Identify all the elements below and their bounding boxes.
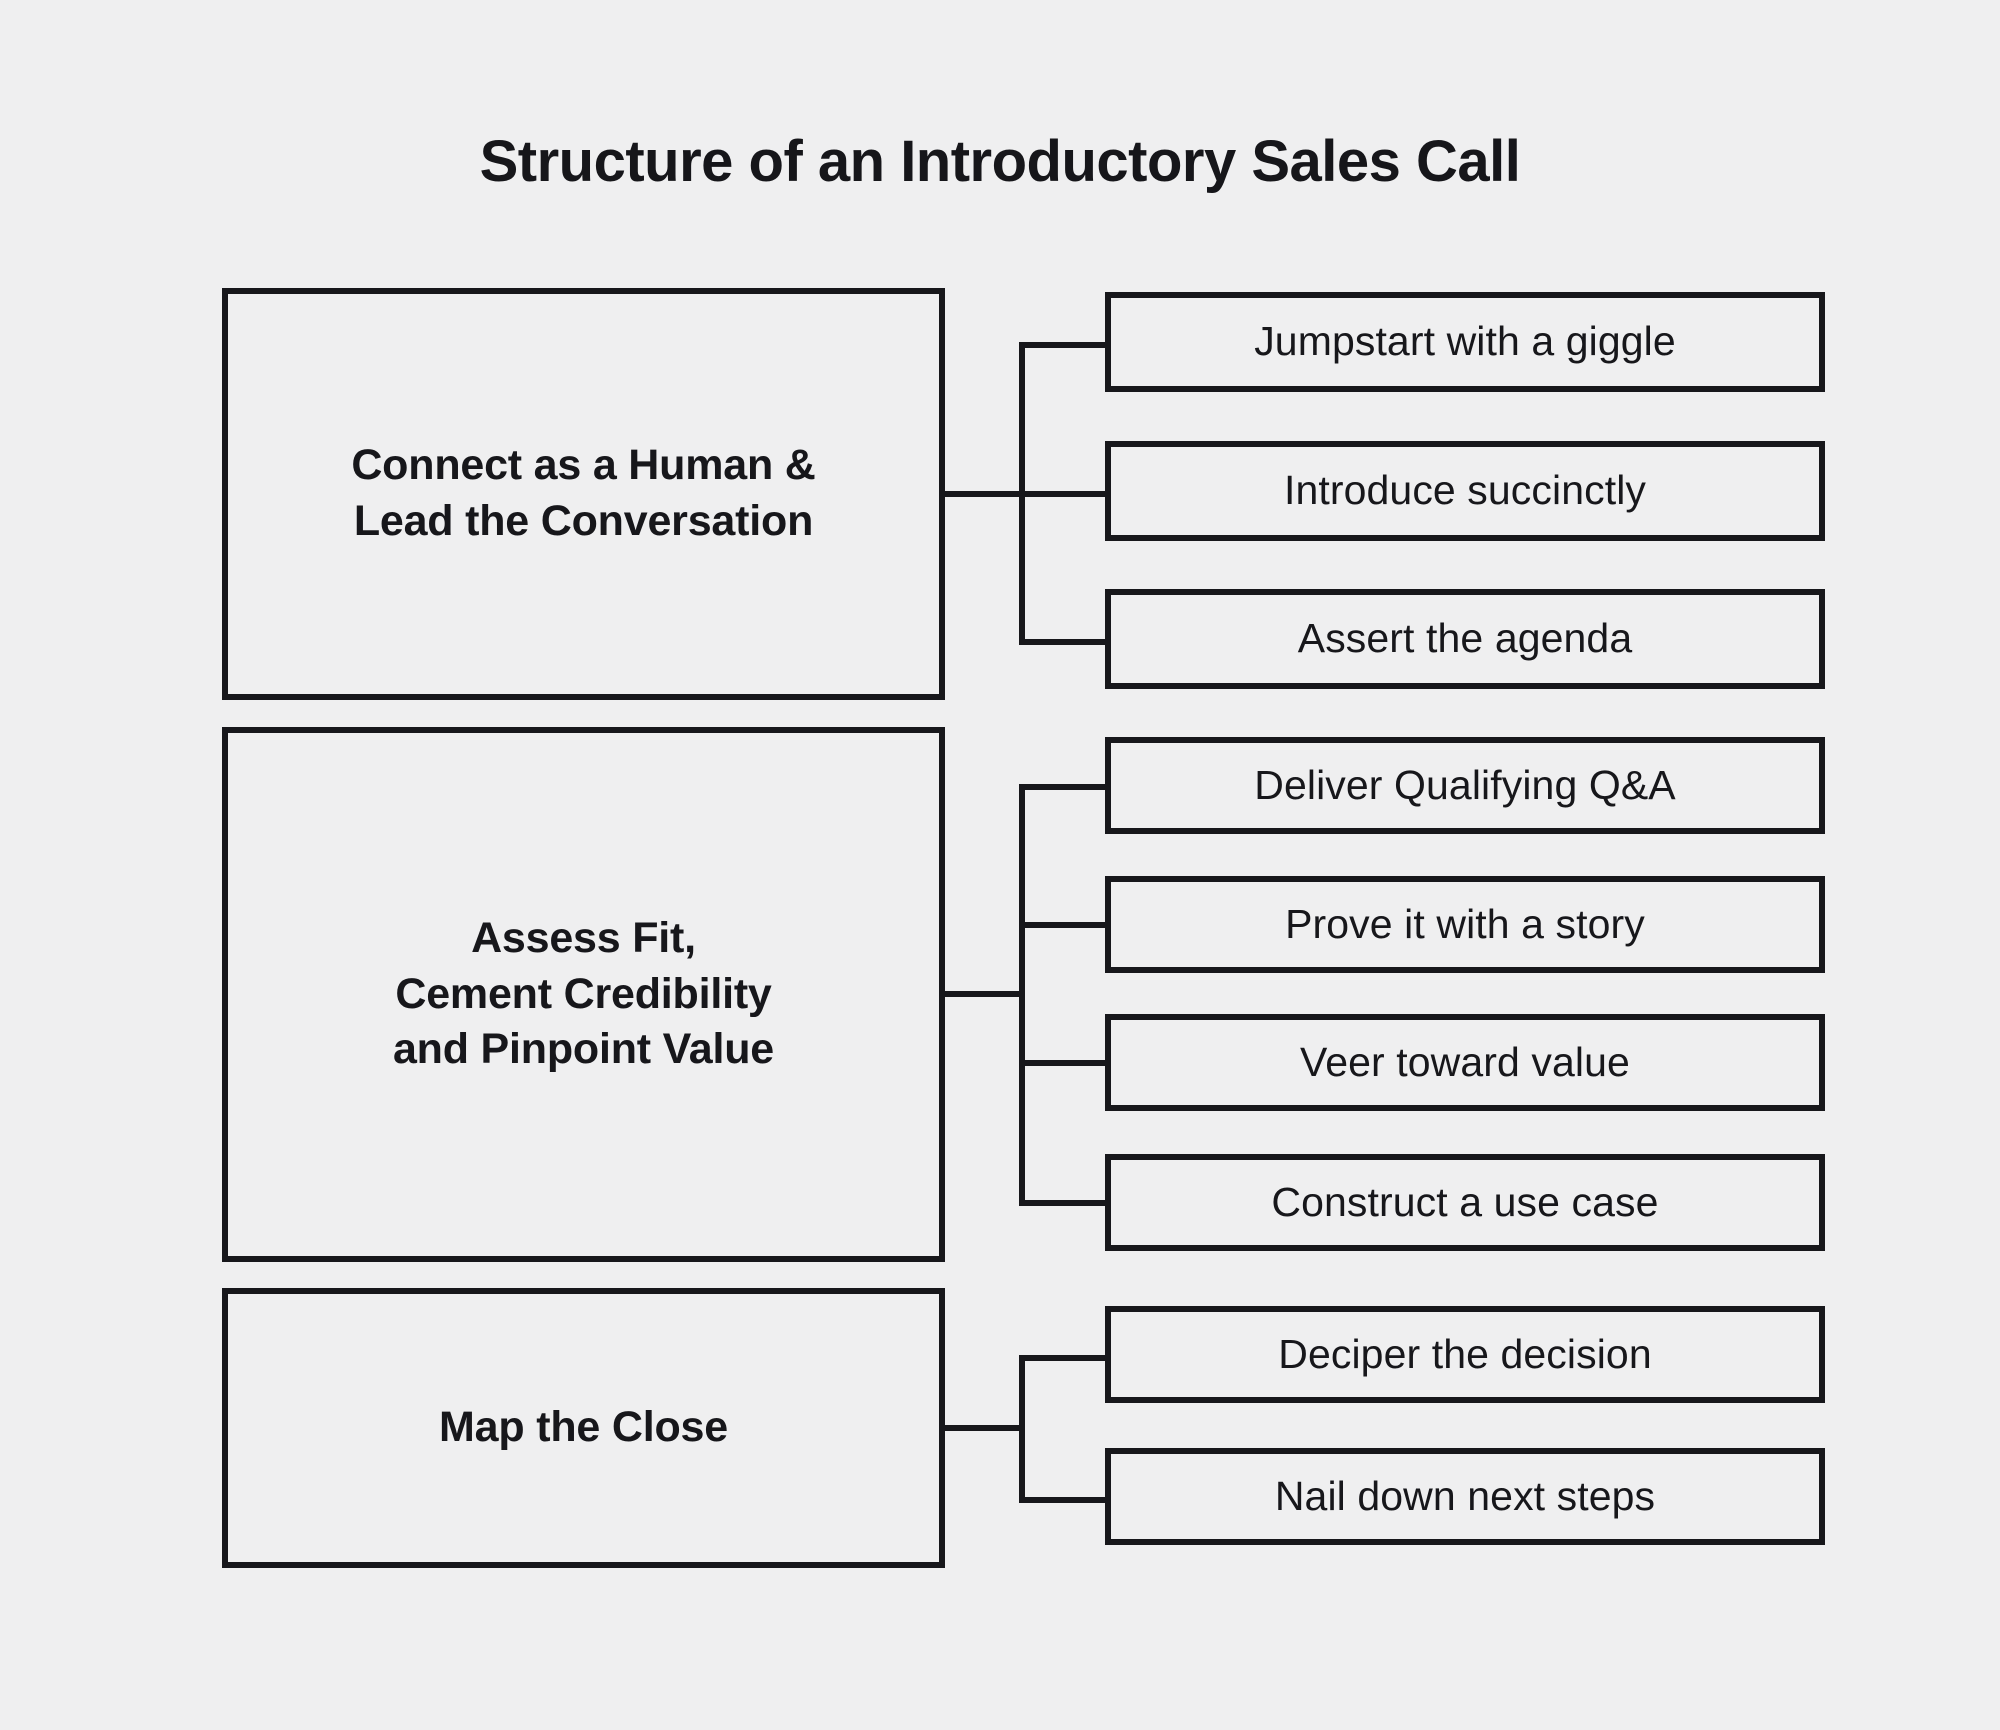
connector-close-spine (1019, 1358, 1025, 1503)
stage-box-connect-line-2: Lead the Conversation (353, 497, 814, 545)
task-box-jumpstart-with-a-giggle[interactable]: Jumpstart with a giggle (1105, 292, 1825, 392)
stage-box-map-the-close[interactable]: Map the Close (222, 1288, 945, 1568)
connector-assess-trunk (945, 991, 1025, 997)
task-box-deliver-qualifying-qa[interactable]: Deliver Qualifying Q&A (1105, 737, 1825, 834)
stage-box-assess-line-2: Cement Credibility (395, 969, 772, 1018)
stage-box-assess-line-1: Assess Fit, (471, 913, 696, 962)
connector-assess-branch-1 (1019, 784, 1109, 790)
task-box-veer-toward-value[interactable]: Veer toward value (1105, 1014, 1825, 1111)
task-box-assert-the-agenda[interactable]: Assert the agenda (1105, 589, 1825, 689)
task-box-nail-down-next-steps[interactable]: Nail down next steps (1105, 1448, 1825, 1545)
stage-box-assess-line-3: and Pinpoint Value (392, 1025, 775, 1074)
connector-connect-trunk (945, 491, 1025, 497)
connector-close-trunk (945, 1425, 1025, 1431)
stage-box-assess[interactable]: Assess Fit, Cement Credibility and Pinpo… (222, 727, 945, 1262)
stage-box-connect-line-1: Connect as a Human & (351, 441, 816, 490)
task-box-construct-a-use-case[interactable]: Construct a use case (1105, 1154, 1825, 1251)
stage-box-assess-label: Assess Fit, Cement Credibility and Pinpo… (379, 911, 788, 1079)
stage-box-connect[interactable]: Connect as a Human & Lead the Conversati… (222, 288, 945, 700)
connector-assess-spine (1019, 787, 1025, 1206)
connector-connect-branch-1 (1019, 342, 1109, 348)
connector-assess-branch-2 (1019, 922, 1109, 928)
stage-box-map-the-close-label: Map the Close (439, 1403, 728, 1452)
connector-close-branch-1 (1019, 1355, 1109, 1361)
page-title: Structure of an Introductory Sales Call (479, 129, 1521, 194)
task-box-introduce-succinctly[interactable]: Introduce succinctly (1105, 441, 1825, 541)
task-box-deciper-the-decision[interactable]: Deciper the decision (1105, 1306, 1825, 1403)
task-box-prove-it-with-a-story[interactable]: Prove it with a story (1105, 876, 1825, 973)
connector-assess-branch-3 (1019, 1060, 1109, 1066)
connector-connect-branch-3 (1019, 639, 1109, 645)
connector-close-branch-2 (1019, 1497, 1109, 1503)
connector-connect-branch-2 (1019, 491, 1109, 497)
connector-assess-branch-4 (1019, 1200, 1109, 1206)
stage-box-connect-label: Connect as a Human & Lead the Conversati… (337, 438, 829, 550)
